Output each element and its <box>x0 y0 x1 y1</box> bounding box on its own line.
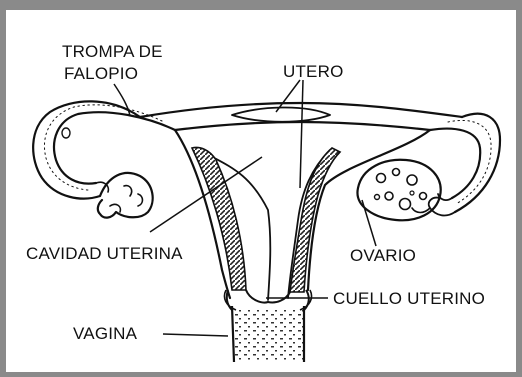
label-vagina: VAGINA <box>73 324 137 344</box>
leader-ovario <box>362 200 376 246</box>
label-cuello-uterino: CUELLO UTERINO <box>333 289 485 309</box>
leader-trompa <box>114 84 130 116</box>
right-ovary <box>357 160 440 221</box>
left-fallopian-tube <box>33 101 175 217</box>
label-trompa-line1: TROMPA DE <box>62 42 163 62</box>
leader-vagina <box>163 334 228 336</box>
left-uterine-wall <box>192 148 246 291</box>
label-ovario: OVARIO <box>350 246 416 266</box>
label-cavidad-uterina: CAVIDAD UTERINA <box>26 244 183 264</box>
leader-utero-2 <box>300 80 303 188</box>
label-trompa-line2: FALOPIO <box>64 64 138 84</box>
label-utero: UTERO <box>283 62 344 82</box>
